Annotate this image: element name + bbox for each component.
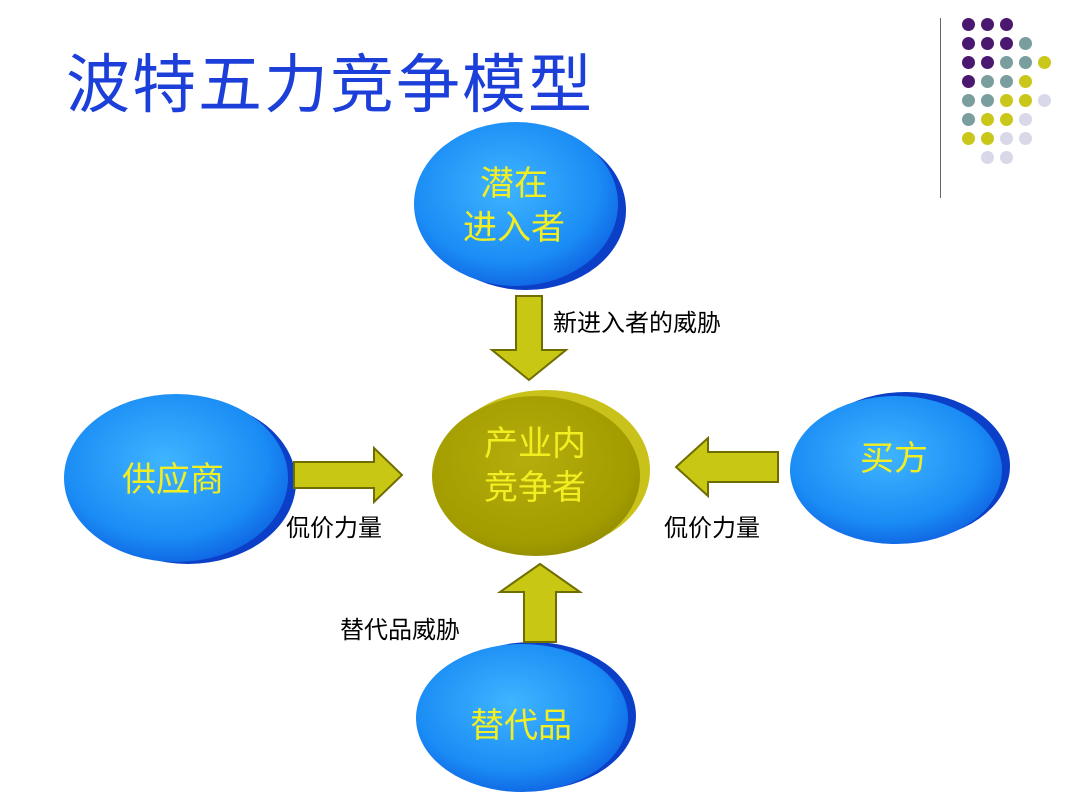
blue-ellipse-shape bbox=[416, 642, 636, 792]
node-label-buyers: 买方 bbox=[860, 438, 928, 479]
decorative-dot bbox=[1019, 94, 1032, 107]
node-substitutes: 替代品 bbox=[414, 636, 642, 796]
decorative-dot bbox=[962, 94, 975, 107]
decorative-dot bbox=[962, 37, 975, 50]
label-threat-of-substitutes: 替代品威胁 bbox=[340, 616, 460, 644]
node-industry-competitors: 产业内 竞争者 bbox=[428, 384, 656, 560]
node-potential-entrants: 潜在 进入者 bbox=[412, 118, 628, 294]
decorative-dot bbox=[1019, 56, 1032, 69]
arrow-down-new-entrants bbox=[489, 295, 569, 382]
decorative-dot bbox=[1038, 94, 1051, 107]
node-buyers: 买方 bbox=[788, 386, 1014, 546]
decorative-dot bbox=[1000, 56, 1013, 69]
label-threat-of-new-entrants: 新进入者的威胁 bbox=[553, 309, 721, 337]
arrow-left-buyer-power bbox=[674, 436, 779, 498]
decorative-dot bbox=[981, 56, 994, 69]
olive-ellipse-shape bbox=[432, 390, 650, 556]
decorative-dot bbox=[981, 113, 994, 126]
blue-ellipse-shape bbox=[414, 122, 626, 290]
decorative-divider-line bbox=[940, 18, 941, 198]
decorative-dot bbox=[962, 75, 975, 88]
decorative-dot bbox=[962, 132, 975, 145]
decorative-dot bbox=[1019, 113, 1032, 126]
decorative-dot bbox=[1000, 37, 1013, 50]
decorative-dot bbox=[1019, 75, 1032, 88]
decorative-dot bbox=[981, 132, 994, 145]
node-label-industry-competitors: 产业内 竞争者 bbox=[484, 423, 586, 508]
decorative-dot bbox=[1000, 151, 1013, 164]
label-supplier-bargaining-power: 侃价力量 bbox=[286, 514, 382, 542]
decorative-dot bbox=[962, 113, 975, 126]
decorative-dot bbox=[981, 37, 994, 50]
node-label-suppliers: 供应商 bbox=[122, 459, 224, 500]
decorative-dot bbox=[1038, 56, 1051, 69]
decorative-dot bbox=[1000, 75, 1013, 88]
label-buyer-bargaining-power: 侃价力量 bbox=[664, 514, 760, 542]
blue-ellipse-shape bbox=[64, 394, 296, 564]
slide-title: 波特五力竞争模型 bbox=[66, 49, 594, 123]
node-label-potential-entrants: 潜在 进入者 bbox=[463, 163, 565, 248]
decorative-dot bbox=[1019, 37, 1032, 50]
node-label-substitutes: 替代品 bbox=[470, 705, 572, 746]
decorative-dot bbox=[962, 18, 975, 31]
decorative-dot bbox=[981, 75, 994, 88]
decorative-dot bbox=[1019, 132, 1032, 145]
arrow-up-substitutes bbox=[496, 562, 584, 643]
decorative-dot bbox=[1000, 132, 1013, 145]
decorative-dot bbox=[981, 94, 994, 107]
decorative-dot bbox=[962, 56, 975, 69]
node-suppliers: 供应商 bbox=[62, 390, 298, 570]
decorative-dot bbox=[1000, 18, 1013, 31]
arrow-right-supplier-power bbox=[293, 446, 404, 504]
decorative-dot bbox=[1000, 94, 1013, 107]
decorative-dot bbox=[981, 18, 994, 31]
decorative-dot bbox=[1000, 113, 1013, 126]
decorative-dot bbox=[981, 151, 994, 164]
blue-ellipse-shape bbox=[790, 392, 1010, 544]
